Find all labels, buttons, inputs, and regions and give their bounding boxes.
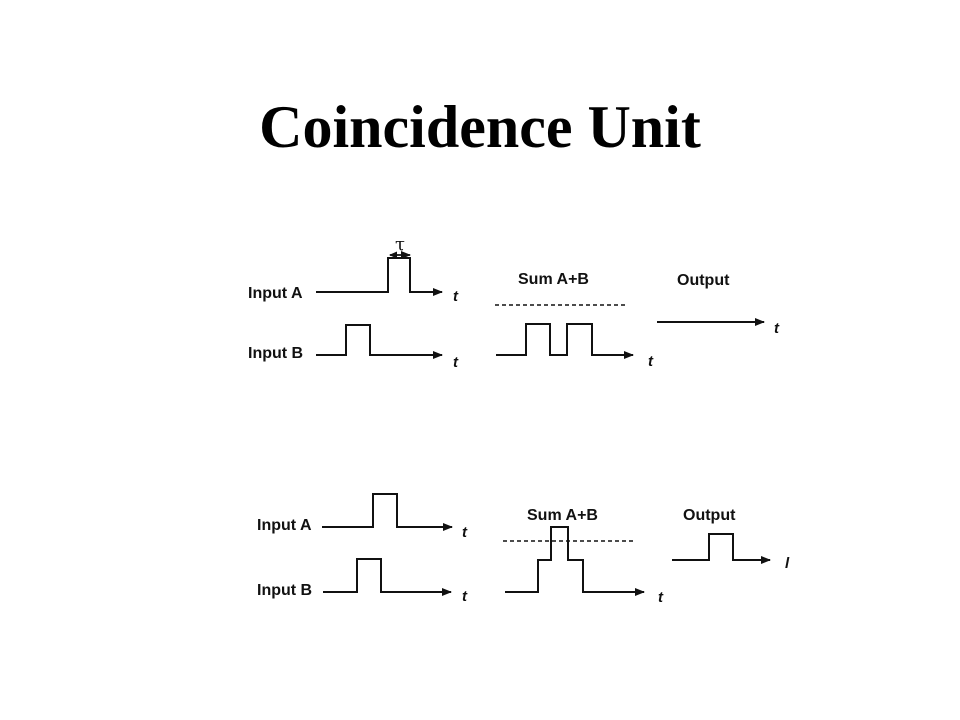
top-input-a-label: Input A <box>248 285 303 302</box>
top-output-label: Output <box>677 272 730 289</box>
top-input-a-time-label: t <box>453 288 459 305</box>
slide-title: Coincidence Unit <box>259 94 701 160</box>
bottom-input-b-label: Input B <box>257 582 312 599</box>
top-input-b-label: Input B <box>248 345 303 362</box>
bottom-input-a-waveform <box>322 493 453 531</box>
bottom-output-time-label: l <box>785 555 790 572</box>
bottom-sum-waveform <box>505 526 645 596</box>
top-output-time-label: t <box>774 320 780 337</box>
bottom-panel: Input A t Input B t Sum A+B t Output l <box>257 493 790 606</box>
top-input-a-waveform <box>316 257 443 296</box>
bottom-input-a-time-label: t <box>462 524 468 541</box>
bottom-sum-label: Sum A+B <box>527 507 598 524</box>
bottom-output-label: Output <box>683 507 736 524</box>
top-sum-waveform <box>496 323 634 359</box>
bottom-input-b-time-label: t <box>462 588 468 605</box>
bottom-input-b-waveform <box>323 558 452 596</box>
top-tau-symbol: τ <box>395 234 405 255</box>
bottom-sum-time-label: t <box>658 589 664 606</box>
top-input-b-time-label: t <box>453 354 459 371</box>
top-sum-time-label: t <box>648 353 654 370</box>
top-input-b-waveform <box>316 324 443 359</box>
bottom-input-a-label: Input A <box>257 517 312 534</box>
top-sum-label: Sum A+B <box>518 271 589 288</box>
bottom-output-waveform <box>672 533 771 564</box>
top-panel: τ Input A t Input B t Sum A+B t Output t <box>248 234 780 371</box>
